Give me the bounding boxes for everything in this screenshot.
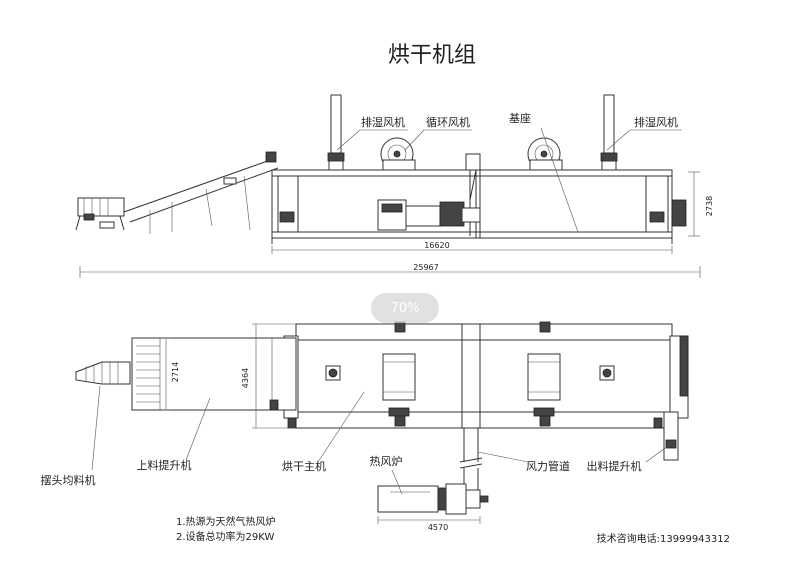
dim-main-width: 4364	[241, 368, 250, 388]
plan-view: 2714 4364 4570 摆头均料机 上料提升机 烘干主机 热风炉 风力管道…	[41, 321, 689, 532]
side-elevation-view: 2738 16620 25967 排湿风机 循环风机 基座 排湿风机	[75, 94, 714, 278]
label-discharge-elevator: 出料提升机	[587, 459, 642, 473]
note-1: 1.热源为天然气热风炉	[176, 515, 276, 528]
label-air-duct: 风力管道	[526, 459, 570, 473]
dim-furnace-length: 4570	[428, 523, 448, 532]
dim-main-length: 16620	[424, 241, 449, 250]
dim-feed-width: 2714	[171, 362, 180, 382]
label-swing-head-spreader: 摆头均料机	[41, 473, 96, 487]
label-feed-elevator: 上料提升机	[137, 458, 192, 472]
label-hot-air-furnace: 热风炉	[370, 455, 403, 468]
drawing-title: 烘干机组	[388, 43, 476, 68]
label-circulation-fan: 循环风机	[426, 115, 470, 129]
label-dryer-main: 烘干主机	[282, 459, 326, 473]
zoom-level-badge: 70%	[371, 293, 439, 323]
label-exhaust-fan-right: 排湿风机	[634, 115, 678, 129]
label-exhaust-fan-left: 排湿风机	[361, 115, 405, 129]
dim-total-length: 25967	[413, 263, 438, 272]
contact-phone: 技术咨询电话:13999943312	[597, 532, 730, 545]
dim-height-side: 2738	[705, 196, 714, 216]
label-base: 基座	[509, 111, 531, 125]
note-2: 2.设备总功率为29KW	[176, 530, 274, 543]
